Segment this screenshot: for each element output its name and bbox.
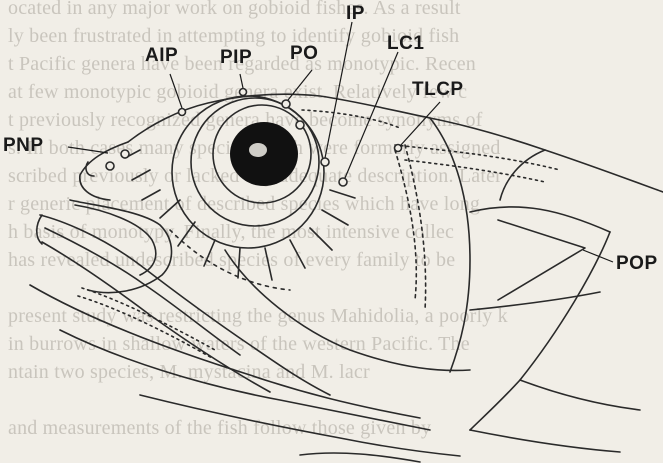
branchiostegal-line bbox=[60, 330, 430, 430]
maxilla-outline bbox=[75, 205, 156, 275]
opercle-outline bbox=[470, 292, 600, 310]
lower-jaw-outline bbox=[40, 215, 330, 395]
pectoral-fin-base bbox=[520, 380, 640, 410]
preopercle-outline bbox=[430, 118, 470, 372]
leader-line-lc1 bbox=[345, 52, 398, 178]
preopercular-sensory-line bbox=[405, 145, 426, 310]
nostril-outline bbox=[86, 162, 94, 176]
opercular-triangle bbox=[498, 220, 585, 300]
lip-stipple-band bbox=[78, 296, 212, 358]
cheek-sensory-line bbox=[170, 230, 290, 290]
label-tlcp: TLCP bbox=[412, 80, 464, 99]
eye-pupil bbox=[230, 122, 298, 186]
head-sensory-line bbox=[395, 145, 560, 170]
branchiostegal-line bbox=[300, 453, 420, 462]
preopercular-sensory-line bbox=[395, 150, 416, 300]
label-po: PO bbox=[290, 44, 318, 63]
pore-aip bbox=[179, 109, 186, 116]
pectoral-fin-base bbox=[470, 430, 620, 452]
label-aip: AIP bbox=[145, 46, 178, 65]
pore-po-2 bbox=[296, 121, 304, 129]
lower-jaw-inner-outline bbox=[45, 228, 240, 355]
leader-line-pip bbox=[240, 74, 243, 88]
head-sensory-line bbox=[302, 110, 400, 128]
leader-line-pnp bbox=[68, 147, 108, 153]
opercle-outline bbox=[470, 207, 610, 232]
pore-po-1 bbox=[282, 100, 290, 108]
pore-pnp-2 bbox=[106, 162, 114, 170]
pore-pip bbox=[240, 89, 247, 96]
label-ip: IP bbox=[346, 4, 365, 23]
leader-line-aip bbox=[170, 74, 182, 108]
pore-lc1 bbox=[339, 178, 347, 186]
pore-ip bbox=[321, 158, 329, 166]
upper-jaw-outline bbox=[70, 200, 172, 293]
pore-pnp-1 bbox=[121, 150, 129, 158]
snout-papilla-row bbox=[125, 150, 160, 200]
label-pip: PIP bbox=[220, 48, 252, 67]
label-pop: POP bbox=[616, 254, 658, 273]
chin-outline bbox=[37, 215, 42, 244]
head-dorsal-outline bbox=[128, 94, 663, 192]
label-lc1: LC1 bbox=[387, 34, 424, 53]
branchiostegal-line bbox=[30, 285, 420, 418]
label-pnp: PNP bbox=[3, 136, 44, 155]
leader-line-ip bbox=[325, 22, 352, 158]
